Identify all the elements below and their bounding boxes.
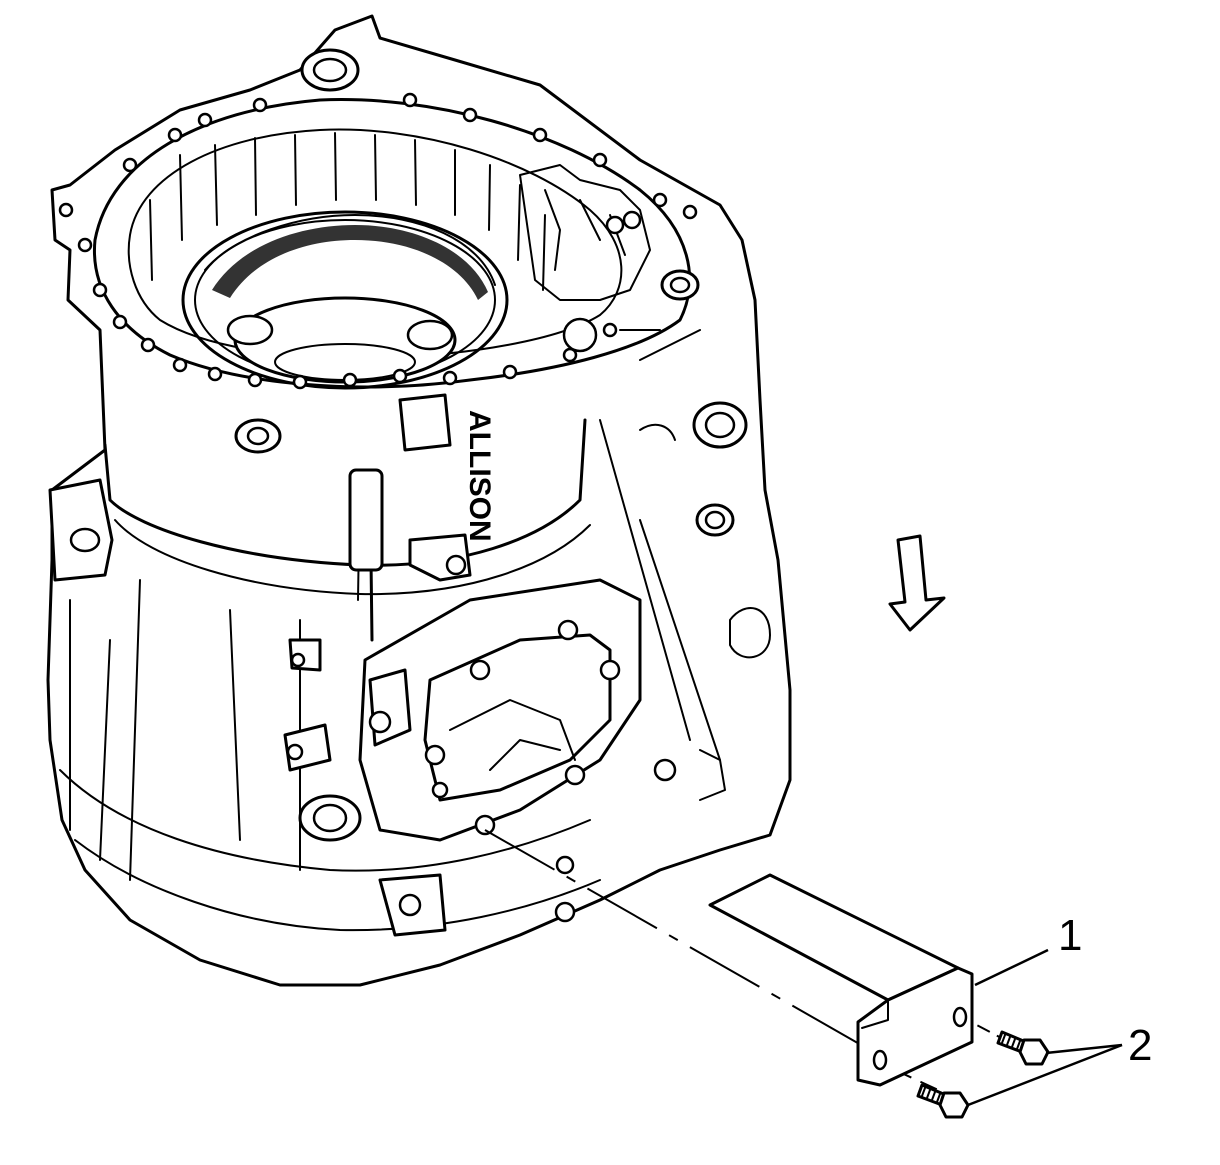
callout-2: 2 (967, 1021, 1152, 1107)
callout-label-1: 1 (1058, 911, 1082, 960)
flange-bolt-holes (58, 92, 698, 390)
transmission-housing: ALLISON (46, 14, 792, 987)
clutch-spline-ribs (149, 132, 546, 291)
callout-1: 1 (974, 911, 1082, 987)
alignment-guide-line (484, 829, 871, 1051)
callout-label-2: 2 (1128, 1021, 1152, 1070)
ring-gear-teeth (204, 214, 496, 300)
bolt-upper (996, 1030, 1050, 1066)
housing-cast-mark: ALLISON (463, 410, 496, 542)
bracket-part (708, 873, 974, 1087)
arrow-down-icon (888, 534, 946, 632)
bolt-lower (916, 1083, 970, 1119)
